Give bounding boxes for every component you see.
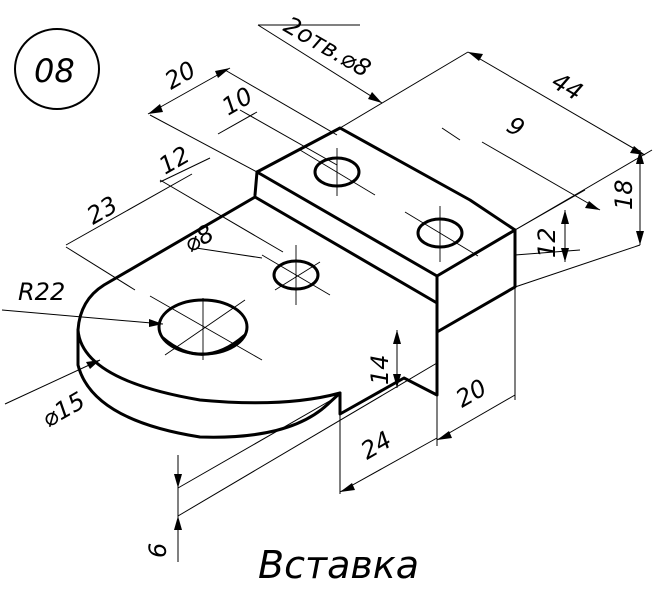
dim-9-label: 9: [502, 111, 529, 143]
dim-d15-label: ⌀15: [37, 386, 90, 433]
dimension-labels: 2отв.⌀8 20 10 12 23 ⌀8 R22 ⌀15 44 9 18 1…: [18, 11, 638, 558]
dim-24-label: 24: [356, 426, 396, 466]
drawing-number-badge: 08: [14, 28, 100, 110]
drawing-title: Вставка: [258, 543, 419, 587]
dimension-lines: [1, 24, 653, 562]
dim-14-label: 14: [366, 354, 394, 385]
center-lines: [149, 148, 479, 361]
dim-23-label: 23: [82, 191, 122, 231]
dim-20-bottom-label: 20: [451, 374, 491, 414]
dim-20-top-label: 20: [160, 56, 200, 96]
dim-12-right-label: 12: [533, 227, 561, 258]
dim-6-label: 6: [144, 543, 172, 558]
dimension-arrows: [86, 52, 645, 530]
dim-d8-label: ⌀8: [179, 219, 219, 258]
dim-r22-label: R22: [18, 278, 65, 306]
dim-12-left-label: 12: [154, 141, 194, 181]
dim-44-label: 44: [547, 67, 587, 107]
part-outline: [76, 126, 517, 439]
holes: [157, 156, 464, 356]
drawing-number: 08: [34, 52, 75, 90]
dim-18-label: 18: [610, 179, 638, 210]
